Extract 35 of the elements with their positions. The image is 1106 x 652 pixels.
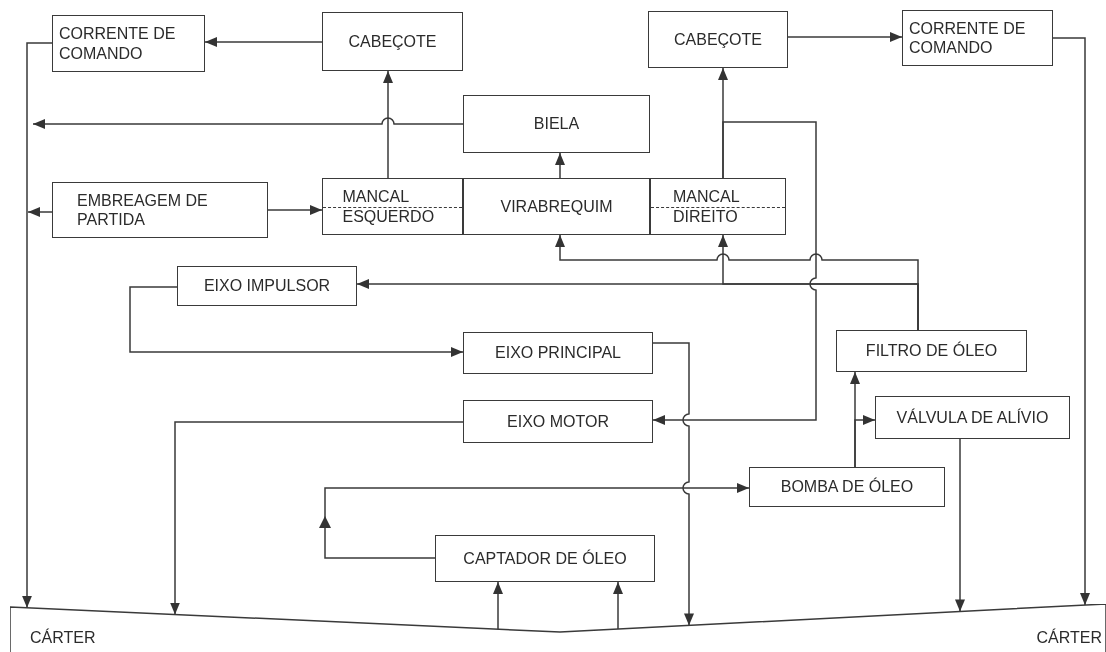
process-box <box>648 11 788 68</box>
box-label: EMBREAGEM DE PARTIDA <box>77 190 209 230</box>
crankcase-label: CÁRTER <box>1036 628 1102 648</box>
box-label: EIXO PRINCIPAL <box>495 343 621 363</box>
process-box <box>463 95 650 153</box>
process-box <box>463 400 653 443</box>
box-label: MANCAL ESQUERDO <box>342 187 436 226</box>
process-box <box>52 182 268 238</box>
box-label: CABEÇOTE <box>674 29 762 50</box>
crankcase-shape <box>10 604 1106 652</box>
box-label: VIRABREQUIM <box>500 196 613 217</box>
box-label: CAPTADOR DE ÓLEO <box>463 548 627 569</box>
box-label: CORRENTE DE COMANDO <box>909 18 1027 58</box>
box-label: EIXO MOTOR <box>507 411 609 432</box>
box-label: CORRENTE DE COMANDO <box>59 24 177 63</box>
box-label: FILTRO DE ÓLEO <box>865 341 998 361</box>
box-label: BOMBA DE ÓLEO <box>780 477 914 497</box>
process-box <box>463 178 650 235</box>
process-box <box>875 396 1070 439</box>
process-box <box>836 330 1027 372</box>
process-box <box>322 178 463 235</box>
process-box <box>322 12 463 71</box>
process-box <box>650 178 786 235</box>
process-box <box>902 10 1053 66</box>
crankcase-label: CÁRTER <box>30 628 96 648</box>
box-label: CABEÇOTE <box>348 31 437 52</box>
box-label: VÁLVULA DE ALÍVIO <box>896 407 1049 428</box>
box-label: MANCAL DIREITO <box>673 187 741 226</box>
process-box <box>52 15 205 72</box>
box-label: EIXO IMPULSOR <box>203 276 331 296</box>
box-label: BIELA <box>533 114 580 134</box>
process-box <box>435 535 655 582</box>
process-box <box>749 467 945 507</box>
process-box <box>463 332 653 374</box>
process-box <box>177 266 357 306</box>
